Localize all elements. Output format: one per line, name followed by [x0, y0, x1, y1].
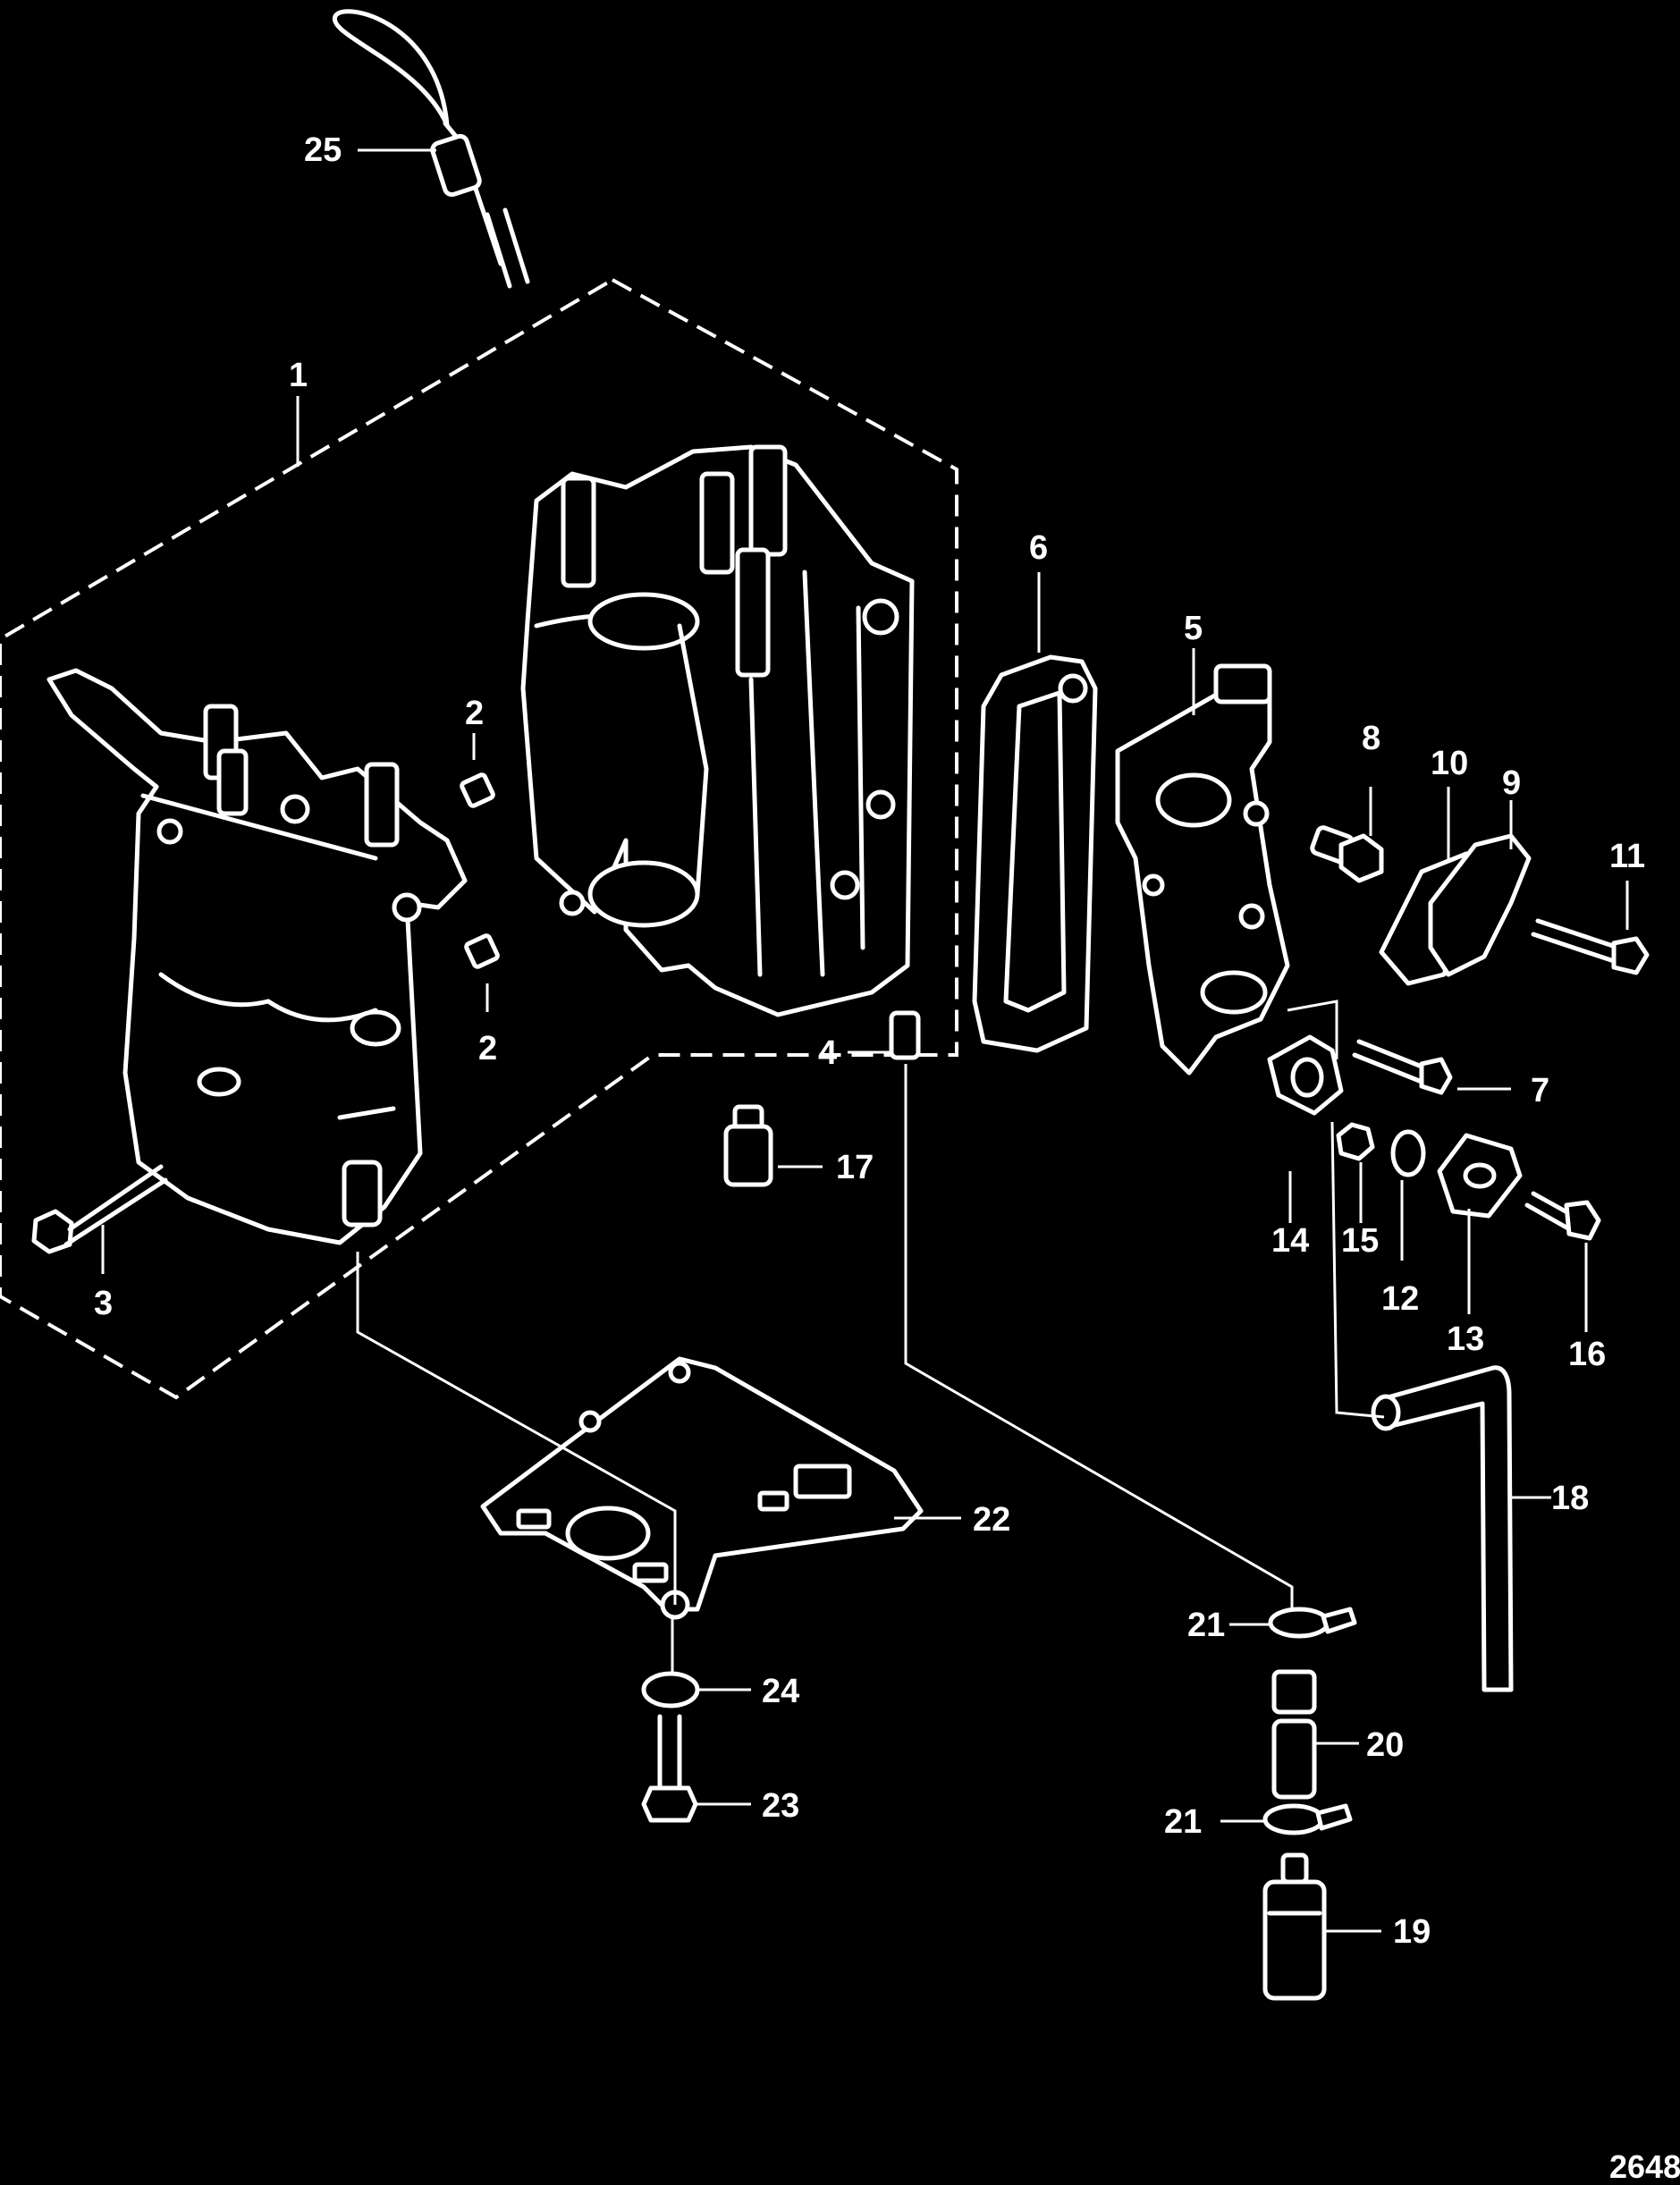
- label-10: 10: [1431, 745, 1468, 782]
- label-1: 1: [289, 357, 308, 394]
- part-3-bolt: [31, 1164, 168, 1254]
- label-21-upper: 21: [1187, 1607, 1225, 1644]
- label-20: 20: [1366, 1726, 1404, 1764]
- part-6-gasket-hole: [1058, 673, 1088, 704]
- part-17-fitting: [723, 1104, 773, 1187]
- part-11-bolt: [1531, 918, 1650, 975]
- label-12: 12: [1381, 1280, 1419, 1318]
- label-2-upper: 2: [465, 695, 484, 732]
- part-1-crankcase-rear-half: [520, 444, 915, 1017]
- part-6-gasket: [972, 654, 1098, 1053]
- label-11: 11: [1609, 838, 1645, 875]
- figure-number: 2648: [1609, 2148, 1680, 2185]
- label-8: 8: [1362, 720, 1380, 757]
- part-9-bracket: [1428, 833, 1532, 977]
- part-4-fitting: [889, 1010, 921, 1060]
- part-5-cover: [1115, 663, 1290, 1076]
- part-18-hose: [1379, 1365, 1514, 1692]
- label-14: 14: [1271, 1222, 1309, 1260]
- part-18-hose-end: [1371, 1394, 1401, 1431]
- label-19: 19: [1393, 1913, 1431, 1951]
- part-16-bolt: [1524, 1191, 1601, 1241]
- label-13: 13: [1447, 1320, 1484, 1358]
- leader-lines: [101, 148, 1629, 1933]
- part-22-gasket: [480, 1356, 924, 1620]
- label-18: 18: [1551, 1480, 1589, 1517]
- part-1-crankcase-front-half: [46, 668, 468, 1245]
- part-7-bolt: [1352, 1039, 1453, 1095]
- label-15: 15: [1341, 1222, 1379, 1260]
- label-16: 16: [1568, 1336, 1606, 1373]
- part-20-hose: [1271, 1669, 1317, 1800]
- label-9: 9: [1502, 764, 1521, 802]
- part-19-filter: [1262, 1852, 1327, 2001]
- label-4: 4: [818, 1034, 837, 1072]
- label-6: 6: [1029, 529, 1048, 567]
- part-15-fitting: [1336, 1122, 1375, 1161]
- part-13-cover-plate: [1437, 1133, 1523, 1219]
- part-2-dowel-pin-upper: [460, 772, 495, 808]
- callout-labels: 25 1 2 2 3 4 17 6 5 8 10 9 11 7 14 15 12…: [94, 131, 1645, 1951]
- part-21-clamp-lower: [1262, 1803, 1353, 1835]
- label-7: 7: [1531, 1072, 1549, 1109]
- part-14-gasket: [1267, 1034, 1344, 1116]
- label-2-lower: 2: [478, 1030, 497, 1067]
- label-5: 5: [1184, 610, 1203, 647]
- label-21-lower: 21: [1164, 1803, 1202, 1841]
- part-8-fitting: [1310, 825, 1384, 883]
- part-24-washer: [641, 1671, 700, 1708]
- label-3: 3: [94, 1285, 113, 1322]
- label-25: 25: [304, 131, 342, 169]
- label-17: 17: [836, 1149, 874, 1186]
- part-2-dowel-pin-lower: [464, 933, 500, 969]
- assembly-boundary: [0, 277, 958, 1400]
- part-21-clamp-upper: [1268, 1607, 1357, 1639]
- part-23-bolt: [641, 1714, 698, 1823]
- part-12-washer: [1390, 1129, 1426, 1177]
- label-24: 24: [762, 1673, 799, 1710]
- part-25-dipstick: [332, 9, 530, 289]
- label-23: 23: [762, 1787, 799, 1825]
- label-22: 22: [973, 1501, 1010, 1539]
